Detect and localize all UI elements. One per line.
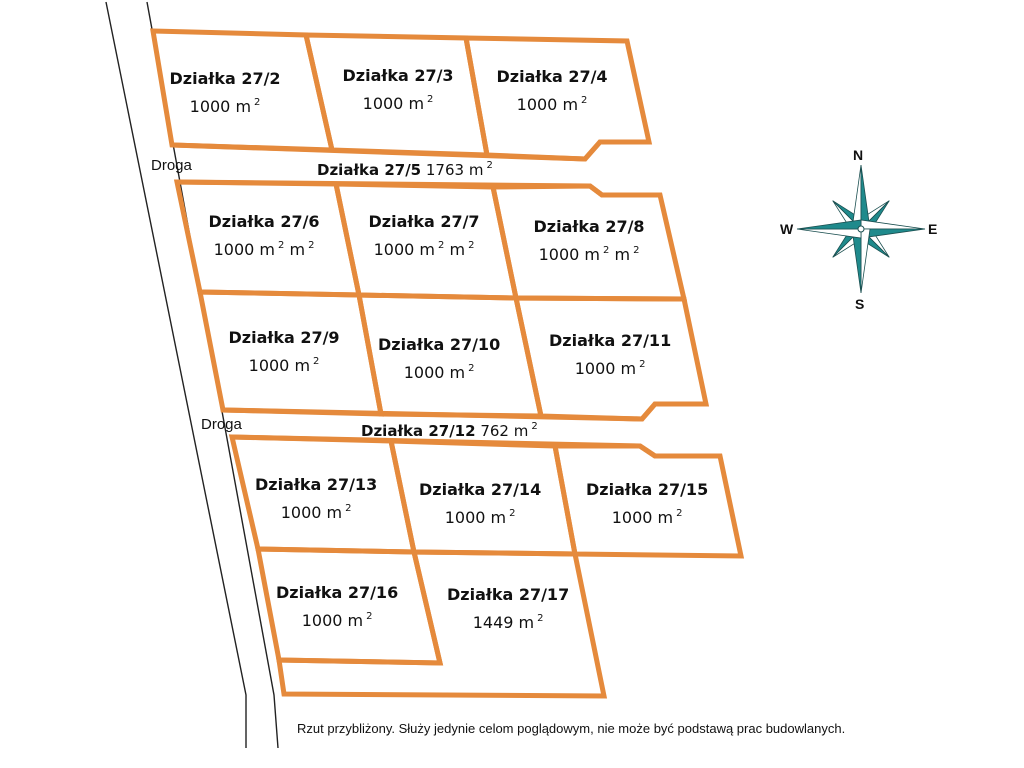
compass-point-e-light-half bbox=[860, 219, 926, 230]
road-label-top: Droga bbox=[151, 157, 192, 174]
compass-point-n-light-half bbox=[851, 164, 862, 230]
plot-name: Działka 27/4 bbox=[496, 67, 608, 86]
compass-north-label: N bbox=[853, 147, 864, 163]
compass-point-s-light-half bbox=[860, 228, 871, 294]
compass-rose bbox=[796, 164, 926, 294]
plot-name: Działka 27/6 bbox=[208, 212, 320, 231]
compass-main-points bbox=[796, 164, 926, 294]
compass-point-w-dark-half bbox=[796, 219, 862, 230]
plot-name: Działka 27/9 bbox=[228, 328, 340, 347]
compass-point-w-light-half bbox=[796, 228, 862, 239]
plot-name: Działka 27/2 bbox=[169, 69, 281, 88]
disclaimer-text: Rzut przybliżony. Służy jedynie celom po… bbox=[297, 721, 846, 736]
compass-west-label: W bbox=[780, 221, 794, 237]
compass-point-n-dark-half bbox=[860, 164, 871, 230]
compass-point-e-dark-half bbox=[860, 228, 926, 239]
plot-name: Działka 27/17 bbox=[447, 585, 570, 604]
plot-name: Działka 27/7 bbox=[368, 212, 480, 231]
plot-name: Działka 27/14 bbox=[419, 480, 542, 499]
road-edge-left bbox=[105, 1, 247, 748]
plot-name: Działka 27/10 bbox=[378, 335, 501, 354]
compass-south-label: S bbox=[855, 296, 865, 312]
plot-name: Działka 27/13 bbox=[255, 475, 378, 494]
plot-name: Działka 27/16 bbox=[276, 583, 399, 602]
plot-name: Działka 27/11 bbox=[549, 331, 672, 350]
plot-name: Działka 27/15 bbox=[586, 480, 709, 499]
road-label-middle: Droga bbox=[201, 416, 242, 433]
compass-east-label: E bbox=[928, 221, 938, 237]
plot-27-17-outline[interactable] bbox=[276, 549, 608, 699]
plot-name: Działka 27/8 bbox=[533, 217, 645, 236]
compass-point-s-dark-half bbox=[851, 228, 862, 294]
plot-name: Działka 27/3 bbox=[342, 66, 454, 85]
